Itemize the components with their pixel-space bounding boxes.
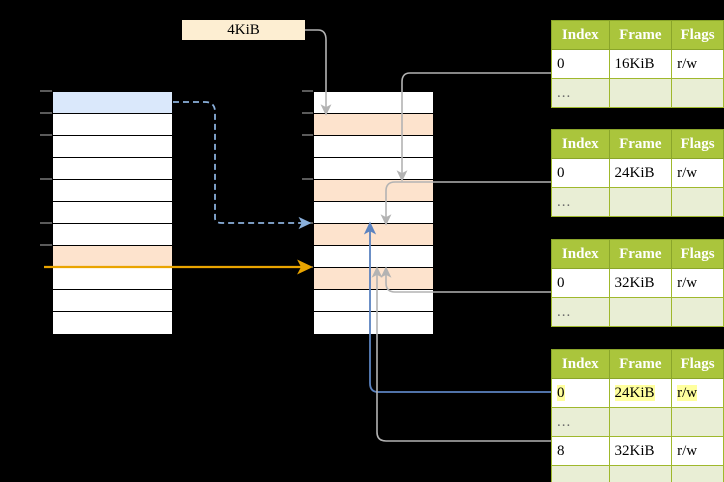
physical-row-4 — [314, 180, 433, 202]
column-header-index: Index — [551, 20, 610, 50]
cell-flags — [671, 407, 724, 437]
cell-frame: 32KiB — [608, 436, 673, 466]
cell-frame: 32KiB — [608, 268, 673, 298]
column-header-index: Index — [551, 129, 610, 159]
cell-flags: r/w — [671, 268, 724, 298]
physical-row-9 — [314, 290, 433, 312]
highlighted-value: r/w — [677, 384, 698, 401]
virtual-row-ticks — [40, 90, 52, 246]
virtual-row-8 — [53, 268, 172, 290]
column-header-flags: Flags — [671, 129, 724, 159]
page-table-ellipsis-row: ... — [551, 407, 724, 437]
cell-frame — [608, 407, 673, 437]
virtual-row-1 — [53, 114, 172, 136]
physical-row-7 — [314, 246, 433, 268]
column-header-frame: Frame — [608, 349, 673, 379]
cell-index: 0 — [551, 378, 610, 408]
virtual-row-10 — [53, 312, 172, 334]
column-header-frame: Frame — [608, 129, 673, 159]
cell-frame: 24KiB — [608, 378, 673, 408]
cell-frame: 16KiB — [608, 49, 673, 79]
column-header-flags: Flags — [671, 349, 724, 379]
cell-flags: r/w — [671, 158, 724, 188]
cell-index: 0 — [551, 158, 610, 188]
physical-row-ticks — [302, 90, 313, 268]
physical-row-8 — [314, 268, 433, 290]
cell-flags: r/w — [671, 436, 724, 466]
virtual-row-3 — [53, 158, 172, 180]
physical-row-6 — [314, 224, 433, 246]
virtual-address-column — [52, 91, 173, 334]
page-table-ellipsis-row: ... — [551, 297, 724, 327]
cell-index: 8 — [551, 436, 610, 466]
arrow-virtual-page-dashed — [173, 101, 312, 230]
column-header-flags: Flags — [671, 239, 724, 269]
cell-flags — [671, 465, 724, 482]
highlighted-value: 24KiB — [614, 384, 655, 401]
cell-index: ... — [551, 407, 610, 437]
physical-row-2 — [314, 136, 433, 158]
physical-row-10 — [314, 312, 433, 334]
cell-flags — [671, 297, 724, 327]
column-header-frame: Frame — [608, 20, 673, 50]
virtual-row-7 — [53, 246, 172, 268]
page-table-ellipsis-row: ... — [551, 78, 724, 108]
virtual-row-0 — [53, 92, 172, 114]
physical-row-5 — [314, 202, 433, 224]
cell-index: ... — [551, 78, 610, 108]
cell-flags — [671, 187, 724, 217]
virtual-row-4 — [53, 180, 172, 202]
virtual-row-5 — [53, 202, 172, 224]
physical-row-1 — [314, 114, 433, 136]
physical-row-0 — [314, 92, 433, 114]
column-header-index: Index — [551, 349, 610, 379]
virtual-row-9 — [53, 290, 172, 312]
cell-frame: 24KiB — [608, 158, 673, 188]
cell-flags: r/w — [671, 49, 724, 79]
physical-row-3 — [314, 158, 433, 180]
cell-frame — [608, 187, 673, 217]
cell-frame — [608, 465, 673, 482]
column-header-index: Index — [551, 239, 610, 269]
cell-index: ... — [551, 465, 610, 482]
column-header-flags: Flags — [671, 20, 724, 50]
page-table-row: 0 24KiB r/w — [551, 378, 724, 408]
page-table-ellipsis-row: ... — [551, 465, 724, 482]
virtual-row-6 — [53, 224, 172, 246]
cell-flags — [671, 78, 724, 108]
cell-frame — [608, 297, 673, 327]
size-label-4kib: 4KiB — [182, 20, 305, 40]
cell-frame — [608, 78, 673, 108]
column-header-frame: Frame — [608, 239, 673, 269]
virtual-row-2 — [53, 136, 172, 158]
highlighted-value: 0 — [557, 384, 565, 401]
cell-index: ... — [551, 297, 610, 327]
cell-index: ... — [551, 187, 610, 217]
cell-index: 0 — [551, 268, 610, 298]
cell-flags: r/w — [671, 378, 724, 408]
page-table-ellipsis-row: ... — [551, 187, 724, 217]
cell-index: 0 — [551, 49, 610, 79]
physical-memory-column — [313, 91, 434, 334]
